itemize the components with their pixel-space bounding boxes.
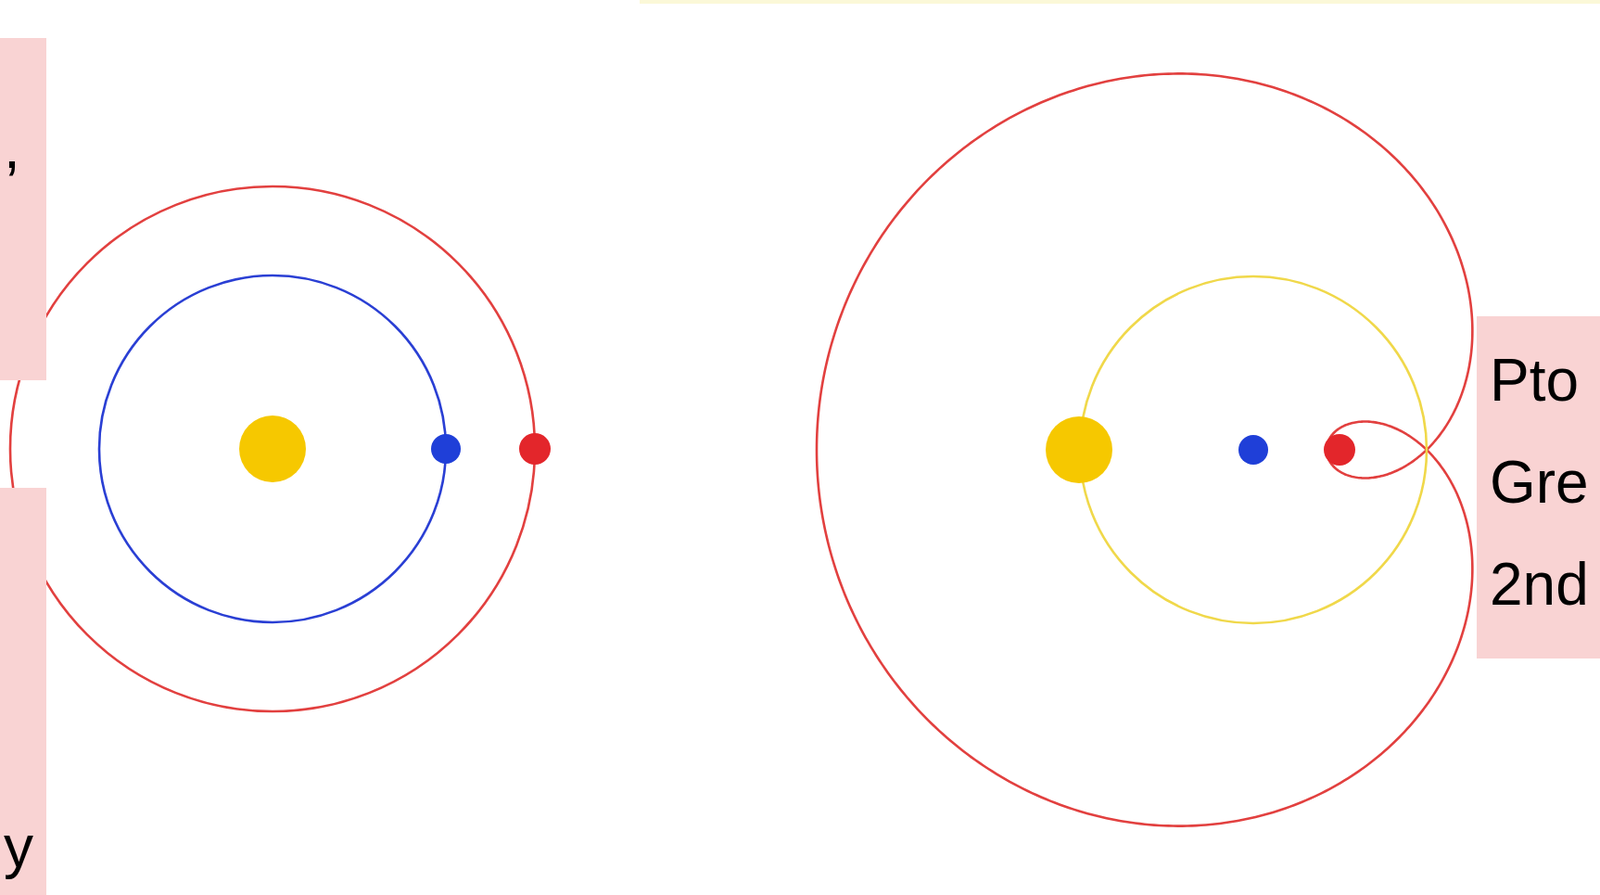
mars-path — [816, 73, 1473, 826]
box-text: , — [3, 112, 43, 184]
earth-orbit — [99, 275, 446, 623]
mars-dot — [1323, 433, 1356, 466]
sun-dot — [239, 415, 306, 483]
box-text: Pto Gre 2nd — [1489, 329, 1596, 635]
mars-orbit — [10, 186, 535, 712]
note-box: y — [0, 487, 47, 895]
earth-dot — [1238, 434, 1269, 465]
note-box: , — [0, 38, 47, 381]
note-box: Pto Gre 2nd — [1476, 316, 1600, 659]
sun-dot — [1045, 416, 1113, 483]
mars-dot — [519, 432, 551, 465]
sun-orbit — [1079, 276, 1427, 623]
earth-dot — [431, 433, 461, 464]
top-band — [639, 0, 1600, 4]
box-text: y — [3, 811, 43, 883]
